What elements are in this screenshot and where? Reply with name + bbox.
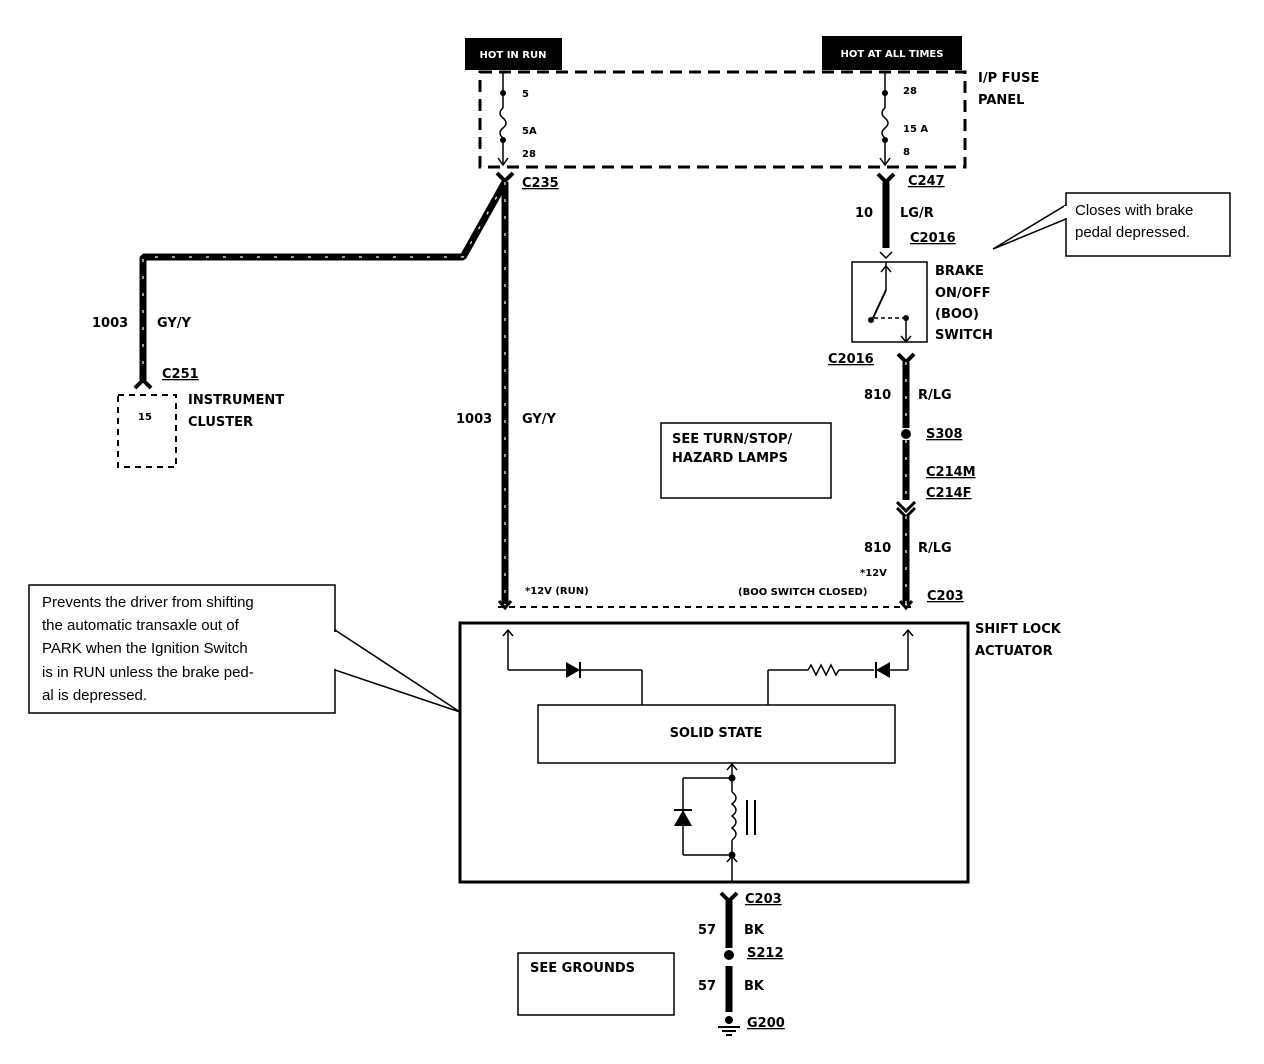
color-r-lg-lower: R/LG bbox=[918, 541, 952, 556]
color-bk-upper: BK bbox=[744, 923, 765, 938]
prevent-note-line-2: the automatic transaxle out of bbox=[42, 617, 240, 634]
see-turn-stop-box bbox=[660, 422, 832, 499]
c247-label: C247 bbox=[908, 174, 945, 189]
voltage-boo-bottom: (BOO SWITCH CLOSED) bbox=[738, 587, 867, 598]
ground-symbol bbox=[718, 1016, 740, 1036]
fuse-15a bbox=[879, 72, 891, 167]
left-fuse-rating: 5A bbox=[522, 126, 537, 137]
see-grounds-box bbox=[517, 952, 675, 1016]
circuit-810-upper: 810 bbox=[864, 388, 891, 403]
circuit-57-lower: 57 bbox=[698, 979, 716, 994]
brake-switch-label-1: BRAKE bbox=[935, 264, 984, 279]
solid-state-label: SOLID STATE bbox=[670, 726, 763, 741]
right-fuse-rating: 15 A bbox=[903, 124, 928, 135]
c203-bottom-label: C203 bbox=[745, 892, 782, 907]
instrument-cluster-outline bbox=[117, 394, 177, 468]
c214m-label: C214M bbox=[926, 465, 976, 480]
see-turn-line-2: HAZARD LAMPS bbox=[672, 451, 788, 466]
c235-connector bbox=[495, 171, 515, 184]
brake-note-pointer bbox=[992, 203, 1067, 250]
prevent-note-pointer bbox=[334, 628, 461, 713]
g200-label: G200 bbox=[747, 1016, 785, 1031]
brake-note-box bbox=[1065, 192, 1231, 257]
instrument-cluster-label-1: INSTRUMENT bbox=[188, 393, 284, 408]
c2016-bottom-connector bbox=[896, 352, 916, 365]
color-gy-y-left: GY/Y bbox=[157, 316, 192, 331]
brake-note-line-1: Closes with brake bbox=[1075, 202, 1193, 219]
hot-in-run-label: HOT IN RUN bbox=[480, 50, 547, 61]
see-turn-line-1: SEE TURN/STOP/ bbox=[672, 432, 793, 447]
c235-label: C235 bbox=[522, 176, 559, 191]
color-gy-y-center: GY/Y bbox=[522, 412, 557, 427]
fuse-5a bbox=[497, 72, 509, 167]
color-r-lg-upper: R/LG bbox=[918, 388, 952, 403]
circuit-1003-left: 1003 bbox=[92, 316, 128, 331]
c203-top-label: C203 bbox=[927, 589, 964, 604]
brake-switch-contact bbox=[868, 262, 912, 344]
fuse-panel-label-1: I/P FUSE bbox=[978, 71, 1039, 86]
s212-label: S212 bbox=[747, 946, 784, 961]
color-lg-r: LG/R bbox=[900, 206, 934, 221]
c251-label: C251 bbox=[162, 367, 199, 382]
instrument-cluster-label-2: CLUSTER bbox=[188, 415, 253, 430]
s308-label: S308 bbox=[926, 427, 963, 442]
actuator-right-circuit bbox=[767, 628, 914, 705]
see-grounds-label: SEE GROUNDS bbox=[530, 961, 635, 976]
left-fuse-number: 5 bbox=[522, 89, 529, 100]
prevent-note-line-5: al is depressed. bbox=[42, 687, 147, 704]
prevent-note-line-4: is in RUN unless the brake ped- bbox=[42, 664, 254, 681]
c203-bottom-connector bbox=[719, 891, 739, 904]
c214f-label: C214F bbox=[926, 486, 972, 501]
brake-note-line-2: pedal depressed. bbox=[1075, 224, 1190, 241]
brake-switch-label-4: SWITCH bbox=[935, 328, 993, 343]
color-bk-lower: BK bbox=[744, 979, 765, 994]
s308-splice bbox=[901, 429, 911, 439]
cluster-pin: 15 bbox=[138, 412, 152, 423]
flyback-diode bbox=[674, 777, 732, 856]
fuse-panel-outline bbox=[478, 70, 967, 169]
prevent-note-box bbox=[28, 584, 336, 714]
s212-splice bbox=[724, 950, 734, 960]
solid-state-module bbox=[537, 704, 896, 764]
circuit-810-lower: 810 bbox=[864, 541, 891, 556]
actuator-left-circuit bbox=[502, 628, 643, 705]
circuit-57-upper: 57 bbox=[698, 923, 716, 938]
c2016-top-label: C2016 bbox=[910, 231, 956, 246]
circuit-10: 10 bbox=[855, 206, 873, 221]
c251-connector bbox=[133, 377, 153, 390]
brake-switch-box bbox=[851, 261, 928, 343]
c247-connector bbox=[876, 172, 896, 185]
brake-switch-label-2: ON/OFF bbox=[935, 286, 991, 301]
actuator-label-1: SHIFT LOCK bbox=[975, 622, 1062, 637]
right-fuse-number: 28 bbox=[903, 86, 917, 97]
brake-switch-label-3: (BOO) bbox=[935, 307, 979, 322]
voltage-boo-top: *12V bbox=[860, 568, 887, 579]
voltage-run: *12V (RUN) bbox=[525, 586, 589, 597]
fuse-panel-label-2: PANEL bbox=[978, 93, 1024, 108]
hot-at-all-times-label: HOT AT ALL TIMES bbox=[841, 49, 944, 60]
actuator-label-2: ACTUATOR bbox=[975, 644, 1053, 659]
right-fuse-pin: 8 bbox=[903, 147, 910, 158]
c214-connector bbox=[895, 500, 917, 514]
hot-at-all-times-header bbox=[822, 36, 962, 70]
left-fuse-pin: 28 bbox=[522, 149, 536, 160]
hot-in-run-header bbox=[465, 38, 562, 70]
prevent-note-line-1: Prevents the driver from shifting bbox=[42, 594, 254, 611]
wire-1003-to-cluster bbox=[139, 180, 509, 380]
c2016-bottom-label: C2016 bbox=[828, 352, 874, 367]
c2016-top-connector bbox=[879, 251, 893, 260]
prevent-note-line-3: PARK when the Ignition Switch bbox=[42, 640, 248, 657]
circuit-1003-center: 1003 bbox=[456, 412, 492, 427]
